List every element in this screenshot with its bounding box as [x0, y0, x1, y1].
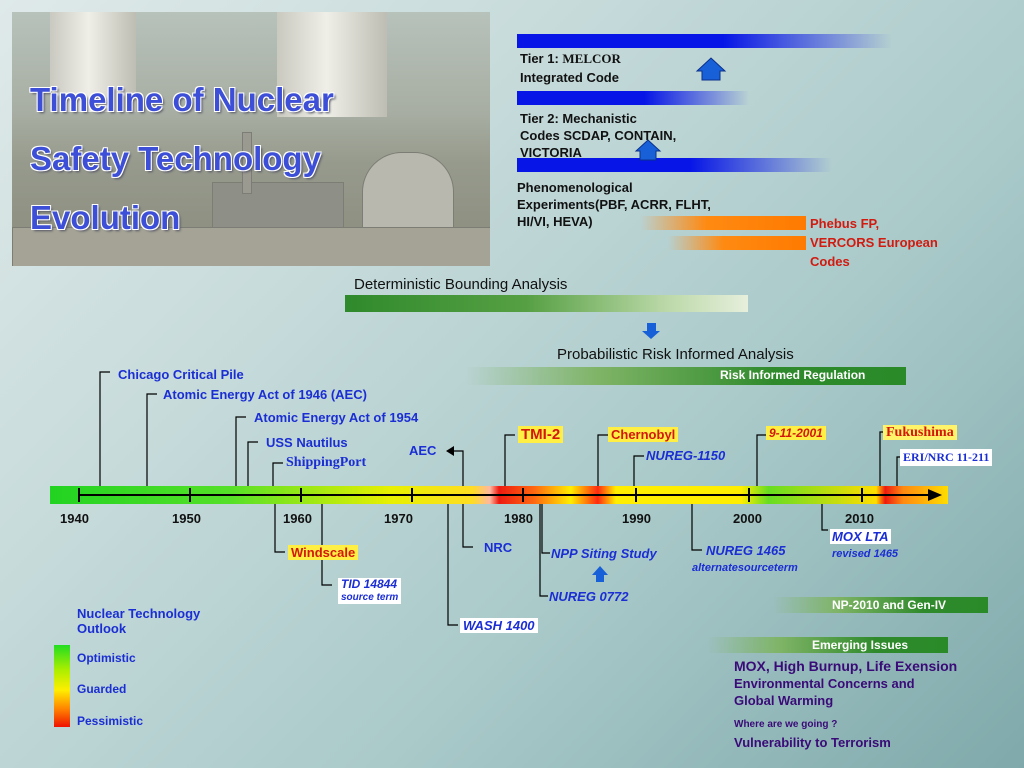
event-nureg-1465: NUREG 1465 [706, 543, 786, 558]
cooling-tower-right [277, 12, 387, 117]
event-mox-note: revised 1465 [832, 548, 899, 560]
year-label: 1950 [172, 511, 201, 526]
event-nureg-1465-note: alternatesourceterm [692, 562, 798, 574]
tier2-line3: VICTORIA [520, 145, 582, 160]
risk-informed-label: Risk Informed Regulation [720, 368, 866, 382]
tier2-bar [517, 91, 749, 105]
event-9-11: 9-11-2001 [766, 426, 826, 440]
tier1-melcor: MELCOR [562, 51, 621, 66]
year-label: 1940 [60, 511, 89, 526]
tier1-label: Tier 1: MELCOR [520, 51, 621, 67]
arrow-up-icon [592, 566, 608, 582]
probabilistic-label: Probabilistic Risk Informed Analysis [557, 346, 794, 363]
chernobyl-label: Chernobyl [608, 427, 679, 442]
tid-line1: TID 14844 [341, 577, 398, 591]
np2010-label: NP-2010 and Gen-IV [832, 598, 947, 612]
event-leader-lines [99, 371, 904, 626]
windscale-label: Windscale [288, 545, 359, 560]
phen-line2: Experiments(PBF, ACRR, FLHT, [517, 197, 711, 212]
arrow-up-icon [634, 139, 662, 161]
future-env-1: Environmental Concerns and [734, 676, 915, 691]
legend-optimistic: Optimistic [77, 651, 136, 665]
legend-color-scale [54, 645, 70, 727]
year-label: 1960 [283, 511, 312, 526]
title-line-2: Safety Technology [30, 140, 321, 177]
event-aea-1954: Atomic Energy Act of 1954 [254, 410, 419, 425]
phebus-line3: Codes [810, 254, 850, 269]
tmi-2-label: TMI-2 [518, 426, 564, 443]
emerging-label: Emerging Issues [812, 638, 909, 652]
risk-informed-bar [466, 367, 906, 385]
year-label: 2010 [845, 511, 874, 526]
event-chicago-pile: Chicago Critical Pile [118, 367, 244, 382]
future-vulnerability: Vulnerability to Terrorism [734, 735, 891, 750]
deterministic-label: Deterministic Bounding Analysis [354, 276, 568, 293]
event-eri-nrc: ERI/NRC 11-211 [900, 449, 993, 466]
legend-title-1: Nuclear Technology [77, 606, 201, 621]
year-label: 1990 [622, 511, 651, 526]
tier2-line1: Tier 2: Mechanistic [520, 111, 637, 126]
year-label: 2000 [733, 511, 762, 526]
phebus-bar-1 [640, 216, 806, 230]
event-uss-nautilus: USS Nautilus [266, 435, 348, 450]
legend-guarded: Guarded [77, 682, 127, 696]
year-ticks [78, 488, 863, 502]
tier1-prefix: Tier 1: [520, 51, 559, 66]
nuclear-plant-photo [12, 12, 490, 266]
legend-pessimistic: Pessimistic [77, 714, 144, 728]
year-label: 1980 [504, 511, 533, 526]
np2010-bar [773, 597, 988, 613]
event-mox-lta: MOX LTA [830, 529, 891, 544]
fukushima-label: Fukushima [883, 425, 957, 440]
event-npp-siting: NPP Siting Study [551, 546, 657, 561]
event-windscale: Windscale [288, 545, 359, 560]
event-wash-1400: WASH 1400 [460, 618, 538, 633]
event-chernobyl: Chernobyl [608, 427, 679, 442]
tid-line2: source term [341, 592, 399, 603]
future-env-2: Global Warming [734, 693, 834, 708]
event-nureg-1150: NUREG-1150 [646, 448, 726, 463]
emerging-bar [708, 637, 948, 653]
deterministic-bar [345, 295, 748, 312]
aec-arrow [446, 446, 454, 456]
legend-title-2: Outlook [77, 621, 127, 636]
event-nrc: NRC [484, 540, 513, 555]
event-fukushima: Fukushima [883, 425, 957, 441]
plant-ground [12, 227, 490, 266]
tier1-desc: Integrated Code [520, 70, 619, 85]
arrow-down-icon [642, 323, 660, 339]
title-line-1: Timeline of Nuclear [30, 81, 334, 118]
slide-title: Timeline of Nuclear Safety Technology Ev… [30, 70, 334, 247]
event-shippingport: ShippingPort [286, 455, 367, 470]
title-line-3: Evolution [30, 199, 181, 236]
year-label: 1970 [384, 511, 413, 526]
phebus-line1: Phebus FP, [810, 216, 880, 231]
phen-line1: Phenomenological [517, 180, 633, 195]
cooling-tower-left [50, 12, 136, 112]
future-where: Where are we going ? [734, 719, 838, 730]
plant-stack [242, 132, 252, 194]
arrow-up-icon [695, 57, 727, 81]
phen-line3: HI/VI, HEVA) [517, 214, 593, 229]
9-11-label: 9-11-2001 [766, 426, 826, 440]
future-mox: MOX, High Burnup, Life Exension [734, 658, 958, 674]
phebus-line2: VERCORS European [810, 235, 938, 250]
event-aec: AEC [409, 443, 437, 458]
phenomenological-bar [517, 158, 832, 172]
phebus-bar-2 [668, 236, 806, 250]
event-tmi-2: TMI-2 [518, 426, 564, 443]
event-nureg-0772: NUREG 0772 [549, 589, 629, 604]
timeline-arrowhead [928, 489, 942, 501]
tier1-bar [517, 34, 892, 48]
tier2-line2: Codes SCDAP, CONTAIN, [520, 128, 677, 143]
event-tid-14844: TID 14844 source term [338, 577, 402, 604]
event-aea-1946: Atomic Energy Act of 1946 (AEC) [163, 387, 367, 402]
